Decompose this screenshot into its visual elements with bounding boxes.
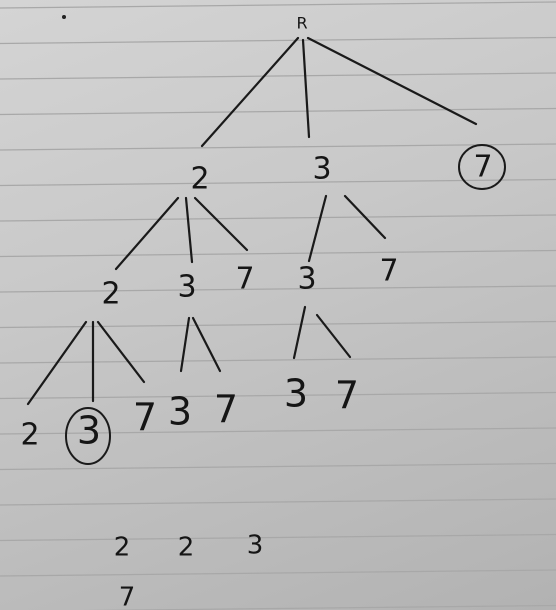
level3-node-3-c: 3: [284, 372, 308, 416]
level3-node-3-b: 3: [168, 390, 192, 434]
bottom-note-4: 7: [119, 583, 136, 610]
ruled-line: [0, 249, 556, 258]
level2-node-7-b: 7: [379, 254, 398, 289]
ruled-line: [0, 72, 556, 80]
tree-edges: [26, 36, 478, 406]
edge-23-to-7: [191, 316, 222, 373]
circle-mark-7: [458, 144, 506, 190]
ruled-line: [83, 604, 556, 610]
edge-root-to-3: [301, 38, 311, 139]
edge-3-to-7: [343, 194, 387, 240]
ruled-line: [0, 1, 556, 9]
level3-node-7-c: 7: [335, 374, 359, 418]
edge-22-to-7: [96, 320, 146, 384]
level1-node-7-circled: 7: [473, 150, 492, 185]
level3-node-3-circled: 3: [77, 409, 101, 453]
ruled-line: [0, 107, 556, 116]
ruled-line: [0, 285, 556, 293]
level1-node-2: 2: [190, 162, 209, 197]
level1-node-3: 3: [312, 152, 331, 187]
ruled-line: [0, 143, 556, 151]
level3-node-2: 2: [20, 418, 39, 453]
edge-22-to-2: [26, 320, 88, 406]
circle-mark-3: [65, 407, 111, 465]
bottom-note-3: 3: [247, 531, 264, 561]
level2-node-7: 7: [235, 262, 254, 297]
edge-33-to-7: [315, 313, 352, 359]
level2-node-2: 2: [101, 277, 120, 312]
ruled-line: [0, 214, 556, 222]
level2-node-3-b: 3: [297, 262, 316, 297]
level3-node-7: 7: [133, 396, 157, 440]
edge-root-to-7: [306, 36, 478, 126]
pen-dot: [62, 15, 66, 19]
edge-2-to-3: [184, 196, 194, 264]
edge-23-to-3: [179, 316, 191, 373]
bottom-note-1: 2: [114, 533, 131, 563]
edge-2-to-7: [193, 196, 249, 252]
ruled-line: [0, 462, 556, 471]
ruled-line: [0, 533, 556, 542]
edge-2-to-2: [114, 196, 180, 271]
root-node-label: R: [296, 14, 307, 33]
edge-root-to-2: [200, 36, 300, 148]
ruled-line: [0, 498, 556, 506]
ruled-line: [0, 36, 556, 45]
ruled-line: [0, 427, 556, 435]
level3-node-7-b: 7: [214, 388, 238, 432]
bottom-note-2: 2: [178, 533, 195, 563]
edge-33-to-3: [292, 305, 307, 360]
ruled-line: [0, 569, 556, 577]
level2-node-3: 3: [177, 270, 196, 305]
edge-3-to-3: [307, 194, 328, 263]
